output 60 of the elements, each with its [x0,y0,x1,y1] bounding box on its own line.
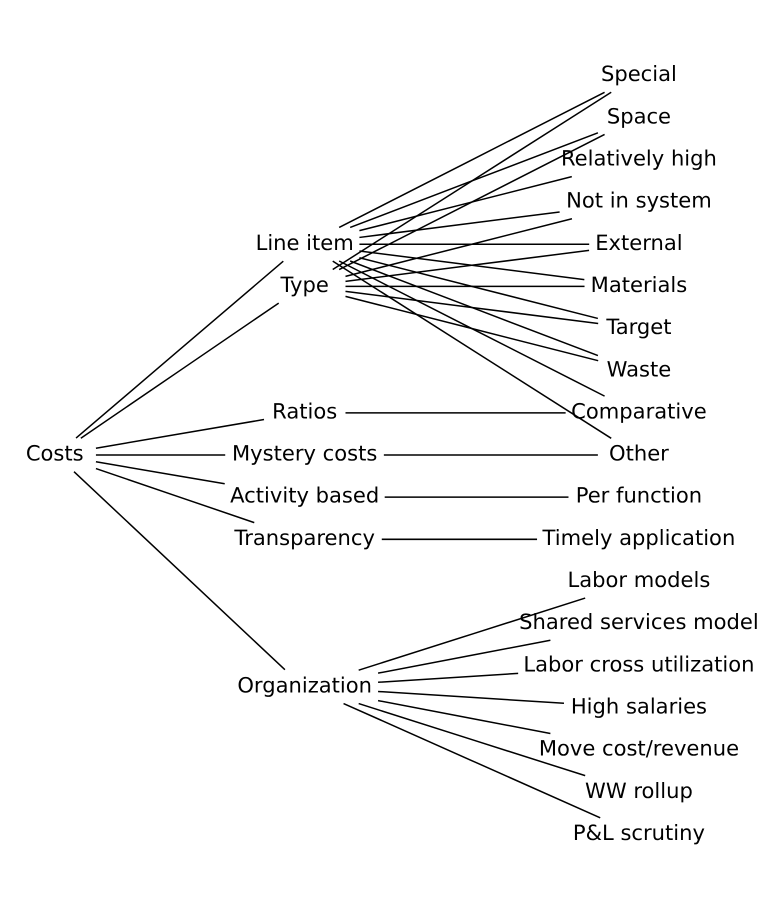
connector [358,596,586,670]
connector [76,260,284,438]
node-text: WW rollup [585,777,693,802]
connector [359,256,598,319]
node-text: P&L scrutiny [572,819,705,844]
connector [359,210,560,238]
connector [350,260,598,356]
node-text: Labor models [568,566,710,592]
connector [96,467,254,523]
node-text: Costs [26,440,84,466]
connector [338,133,605,270]
node-text: Activity based [230,482,380,508]
node-text: Timely application [542,524,736,550]
node-text: Line item [256,229,354,254]
node-text: Move cost/revenue [538,735,740,760]
node-text: Labor cross utilization [523,650,754,676]
connector [96,418,264,448]
connector [338,260,605,396]
connector [80,302,280,438]
connector [359,242,590,244]
connector [384,496,568,498]
connector [332,260,612,438]
connector [378,672,518,683]
node-text: Target [606,314,672,339]
node-text: Relatively high [560,144,717,170]
connector [378,690,564,704]
connector [74,470,286,670]
node-text: Type [280,271,329,296]
connector [96,454,226,456]
node-text: Transparency [234,524,375,550]
node-text: External [595,229,683,254]
connector [346,285,585,287]
node-text: Waste [606,356,672,381]
node-text: Materials [590,271,688,296]
node-text: Space [606,102,672,128]
connector [345,218,572,277]
node-text: Not in system [566,187,712,212]
node-text: Mystery costs [232,440,378,466]
connector [343,702,601,818]
node-text: Shared services model [519,608,759,634]
connector [96,460,225,484]
connector [359,175,572,231]
connector [358,702,586,776]
node-text: Comparative [571,398,707,423]
connector [346,412,566,414]
node-text: Other [609,440,669,466]
node-text: Ratios [272,398,338,423]
connector [345,290,598,324]
connector [378,639,551,674]
connector [332,91,612,270]
connector [382,538,538,540]
node-text: High salaries [570,693,708,718]
node-text: Special [600,60,677,86]
connector [345,295,598,361]
connector [338,91,605,228]
node-text: Per function [576,482,702,508]
connector [350,132,598,228]
connector [378,699,551,734]
connector [384,454,598,456]
node-text: Organization [237,672,372,697]
